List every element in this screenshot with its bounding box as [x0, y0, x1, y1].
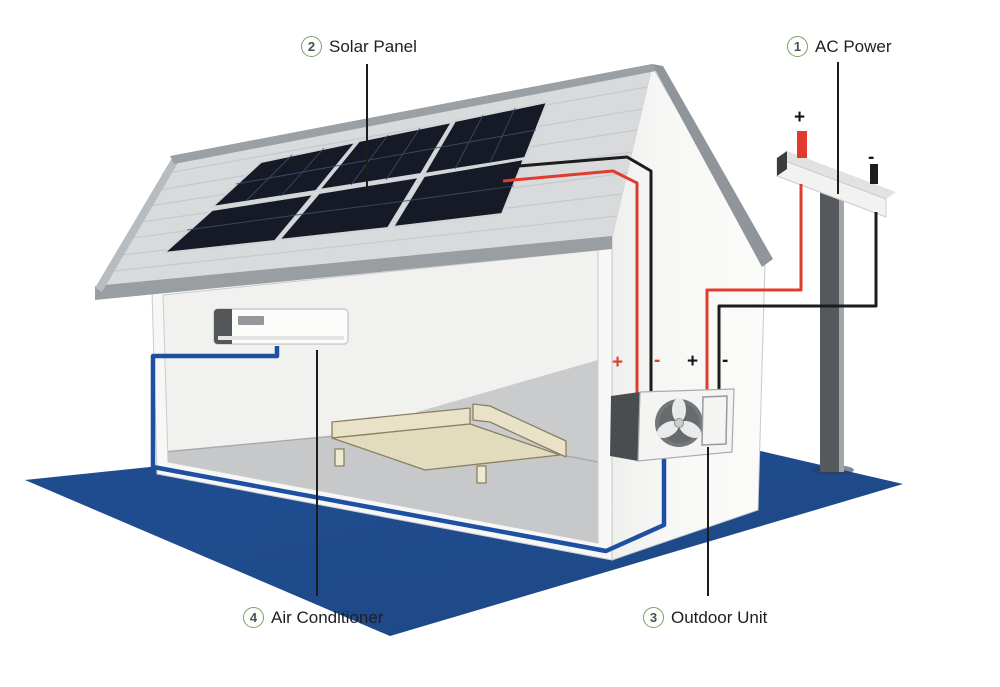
- pole-positive-terminal: [797, 131, 807, 158]
- dc-negative-wire: [505, 155, 653, 393]
- outdoor-unit-side: [610, 392, 640, 461]
- wiring: [150, 155, 878, 554]
- pole-negative-symbol: -: [868, 147, 875, 168]
- crossarm-top: [777, 151, 896, 199]
- label-ac-power: 1 AC Power: [787, 36, 892, 57]
- dc-positive-symbol: +: [612, 352, 624, 373]
- ridge-cap: [170, 64, 656, 164]
- ac-side-cap: [214, 309, 232, 344]
- label-solar-panel: 2 Solar Panel: [301, 36, 417, 57]
- dc-negative-symbol: -: [654, 350, 661, 371]
- solar-array: [163, 101, 548, 254]
- solar-panel: [423, 101, 548, 175]
- outdoor-unit-number-badge: 3: [643, 607, 664, 628]
- dc-positive-wire: [502, 169, 639, 393]
- label-outdoor-unit: 3 Outdoor Unit: [643, 607, 767, 628]
- left-fascia: [95, 158, 179, 292]
- air-conditioner-label-text: Air Conditioner: [271, 607, 384, 627]
- crossarm-end-cap: [777, 151, 787, 176]
- right-fascia: [652, 64, 773, 267]
- fan-blades: [656, 398, 702, 439]
- ac-negative-wire: [717, 212, 878, 393]
- refrigerant-pipe: [150, 346, 667, 554]
- outdoor-unit-panel: [701, 395, 728, 446]
- pole-negative-terminal: [870, 164, 878, 184]
- solar-panel: [318, 121, 453, 191]
- label-air-conditioner: 4 Air Conditioner: [243, 607, 383, 628]
- gable-wall: [611, 64, 766, 561]
- ac-power-number-badge: 1: [787, 36, 808, 57]
- ac-power-label-text: AC Power: [815, 36, 892, 56]
- indoor-ac-unit: [213, 308, 349, 345]
- callout-lines: [316, 62, 839, 596]
- ac-display: [238, 316, 264, 325]
- outdoor-unit: [610, 388, 735, 462]
- solar-panel-number-badge: 2: [301, 36, 322, 57]
- ac-positive-wire: [705, 184, 803, 393]
- ac-negative-symbol: -: [722, 350, 729, 371]
- eave-fascia: [95, 236, 612, 300]
- utility-pole: [776, 131, 896, 475]
- solar-panel: [163, 193, 315, 254]
- ac-vent: [218, 336, 344, 340]
- fan-hub: [674, 418, 684, 428]
- air-conditioner-number-badge: 4: [243, 607, 264, 628]
- solar-panel: [211, 141, 357, 208]
- ac-positive-symbol: +: [687, 351, 699, 372]
- pole-post: [820, 192, 839, 472]
- solar-cell-grid: [186, 107, 537, 231]
- outdoor-unit-label-text: Outdoor Unit: [671, 607, 768, 627]
- pole-positive-symbol: +: [794, 107, 806, 128]
- bed: [331, 403, 567, 484]
- solar-panel: [392, 158, 525, 228]
- solar-panel-label-text: Solar Panel: [329, 36, 417, 56]
